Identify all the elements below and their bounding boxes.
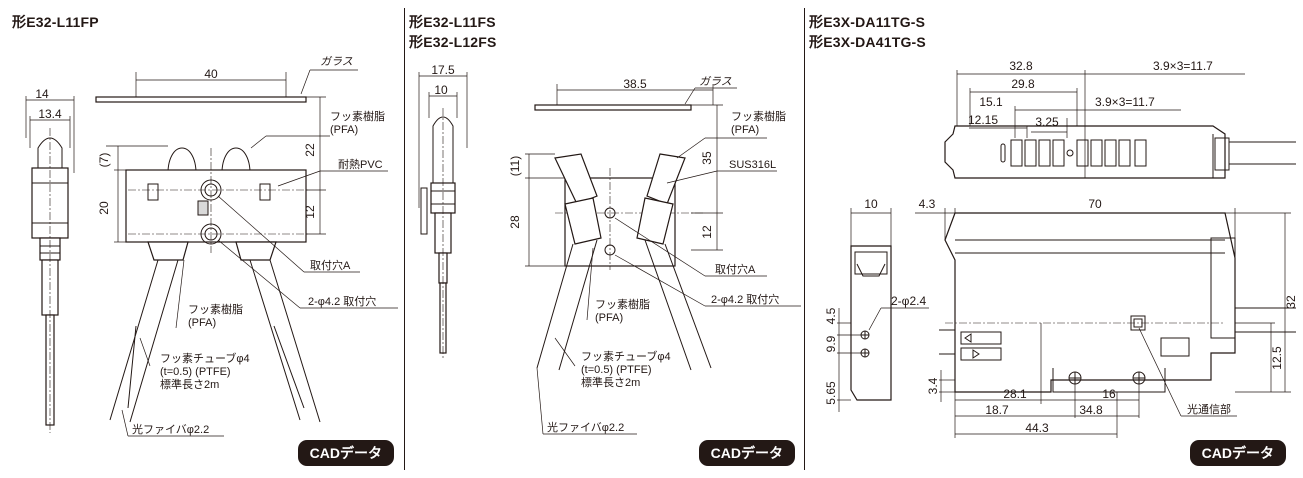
dim-7: (7): [97, 153, 111, 168]
label-resin2: フッ素樹脂: [595, 297, 650, 311]
drawing-frame: 形E32-L11FP: [8, 8, 1298, 470]
dim-4-3: 4.3: [919, 197, 936, 211]
label-tube3: 標準長さ2m: [581, 375, 640, 389]
label-resin2: フッ素樹脂: [188, 302, 243, 316]
dim-35: 35: [700, 151, 714, 165]
cad-data-button[interactable]: CADデータ: [297, 440, 394, 466]
dim-12: 12: [700, 225, 714, 239]
label-tube2: (t=0.5) (PTFE): [160, 366, 231, 378]
drawing-e32-l11fs: 17.5 10 38.5 (11) 28 35 12 ガラス フッ素樹脂 (PF…: [418, 63, 801, 435]
front-view: [915, 208, 1296, 438]
dim-28-1: 28.1: [1003, 387, 1027, 401]
seven-seg-display: [1000, 139, 1147, 167]
dim-32-8: 32.8: [1009, 59, 1033, 73]
side-view: [25, 96, 75, 433]
dim-34-8: 34.8: [1079, 403, 1103, 417]
dim-2-phi-2-4: 2-φ2.4: [891, 294, 926, 308]
label-mount-holes: 2-φ4.2 取付穴: [711, 292, 779, 306]
dim-3-25: 3.25: [1035, 115, 1059, 129]
dim-11: (11): [508, 156, 522, 176]
side-view: [837, 208, 929, 412]
drawing-e3x-da11tg-s: 32.8 29.8 15.1 12.15 3.25 3.9×3=11.7 3.9…: [824, 59, 1298, 438]
panel-title-line2: 形E3X-DA41TG-S: [809, 34, 926, 50]
label-hole-a: 取付穴A: [715, 262, 756, 276]
dim-10: 10: [864, 197, 878, 211]
dim-10: 10: [434, 83, 448, 97]
dim-70: 70: [1088, 197, 1102, 211]
label-fiber: 光ファイバφ2.2: [547, 420, 624, 434]
dim-32: 32: [1284, 295, 1298, 309]
dim-3-9-b: 3.9×3=11.7: [1095, 95, 1155, 109]
label-sus: SUS316L: [729, 159, 776, 171]
label-pvc: 耐熱PVC: [338, 158, 383, 171]
dim-9-9: 9.9: [824, 335, 838, 352]
panel-title-line2: 形E32-L12FS: [409, 34, 497, 50]
dim-3-9-a: 3.9×3=11.7: [1153, 59, 1213, 73]
panel-title: 形E32-L11FP: [12, 14, 99, 30]
panel-title-line1: 形E32-L11FS: [409, 14, 496, 30]
dim-17-5: 17.5: [431, 63, 455, 77]
front-view: [95, 69, 398, 437]
front-view: [525, 84, 801, 435]
label-fiber: 光ファイバφ2.2: [132, 422, 209, 436]
panel-title-line1: 形E3X-DA11TG-S: [809, 14, 926, 30]
label-tube1: フッ素チューブφ4: [160, 351, 250, 365]
dim-15-1: 15.1: [979, 95, 1003, 109]
label-resin1: フッ素樹脂: [330, 109, 385, 123]
dim-16: 16: [1102, 387, 1116, 401]
panel-e32-l11fp: 形E32-L11FP: [8, 8, 404, 470]
side-view: [418, 72, 468, 358]
dim-28: 28: [508, 215, 522, 229]
dim-12-15: 12.15: [968, 113, 998, 127]
label-tube2: (t=0.5) (PTFE): [581, 364, 652, 376]
panel-e3x-da11tg-s: 形E3X-DA11TG-S 形E3X-DA41TG-S: [804, 8, 1298, 470]
label-hole-a: 取付穴A: [310, 258, 351, 272]
dim-29-8: 29.8: [1011, 77, 1035, 91]
label-tube3: 標準長さ2m: [160, 377, 219, 391]
dim-12: 12: [303, 205, 317, 219]
top-view: [944, 70, 1296, 179]
label-resin2b: (PFA): [595, 312, 623, 324]
label-glass: ガラス: [699, 75, 732, 88]
dim-4-5: 4.5: [824, 307, 838, 324]
dim-13-4: 13.4: [38, 107, 62, 121]
label-resin1: フッ素樹脂: [731, 109, 786, 123]
drawing-e32-l11fp: 14 13.4 40 (7) 20 22 12 ガラス フッ素樹脂 (PFA) …: [25, 55, 398, 437]
panel-e32-l11fs: 形E32-L11FS 形E32-L12FS: [404, 8, 805, 470]
label-light-comm: 光通信部: [1187, 402, 1231, 416]
dim-14: 14: [35, 87, 49, 101]
dim-20: 20: [97, 201, 111, 215]
cad-data-button[interactable]: CADデータ: [698, 440, 795, 466]
label-resin2b: (PFA): [188, 317, 216, 329]
label-tube1: フッ素チューブφ4: [581, 349, 671, 363]
dim-18-7: 18.7: [985, 403, 1009, 417]
dim-3-4: 3.4: [926, 377, 940, 394]
dim-38-5: 38.5: [623, 77, 647, 91]
label-resin1b: (PFA): [330, 124, 358, 136]
label-mount-holes: 2-φ4.2 取付穴: [308, 294, 376, 308]
dim-5-65: 5.65: [824, 381, 838, 405]
dim-40: 40: [204, 67, 218, 81]
cad-data-button[interactable]: CADデータ: [1189, 440, 1286, 466]
dim-44-3: 44.3: [1025, 421, 1049, 435]
dim-12-5: 12.5: [1270, 346, 1284, 370]
label-resin1b: (PFA): [731, 124, 759, 136]
dim-22: 22: [303, 143, 317, 157]
label-glass: ガラス: [320, 55, 353, 68]
